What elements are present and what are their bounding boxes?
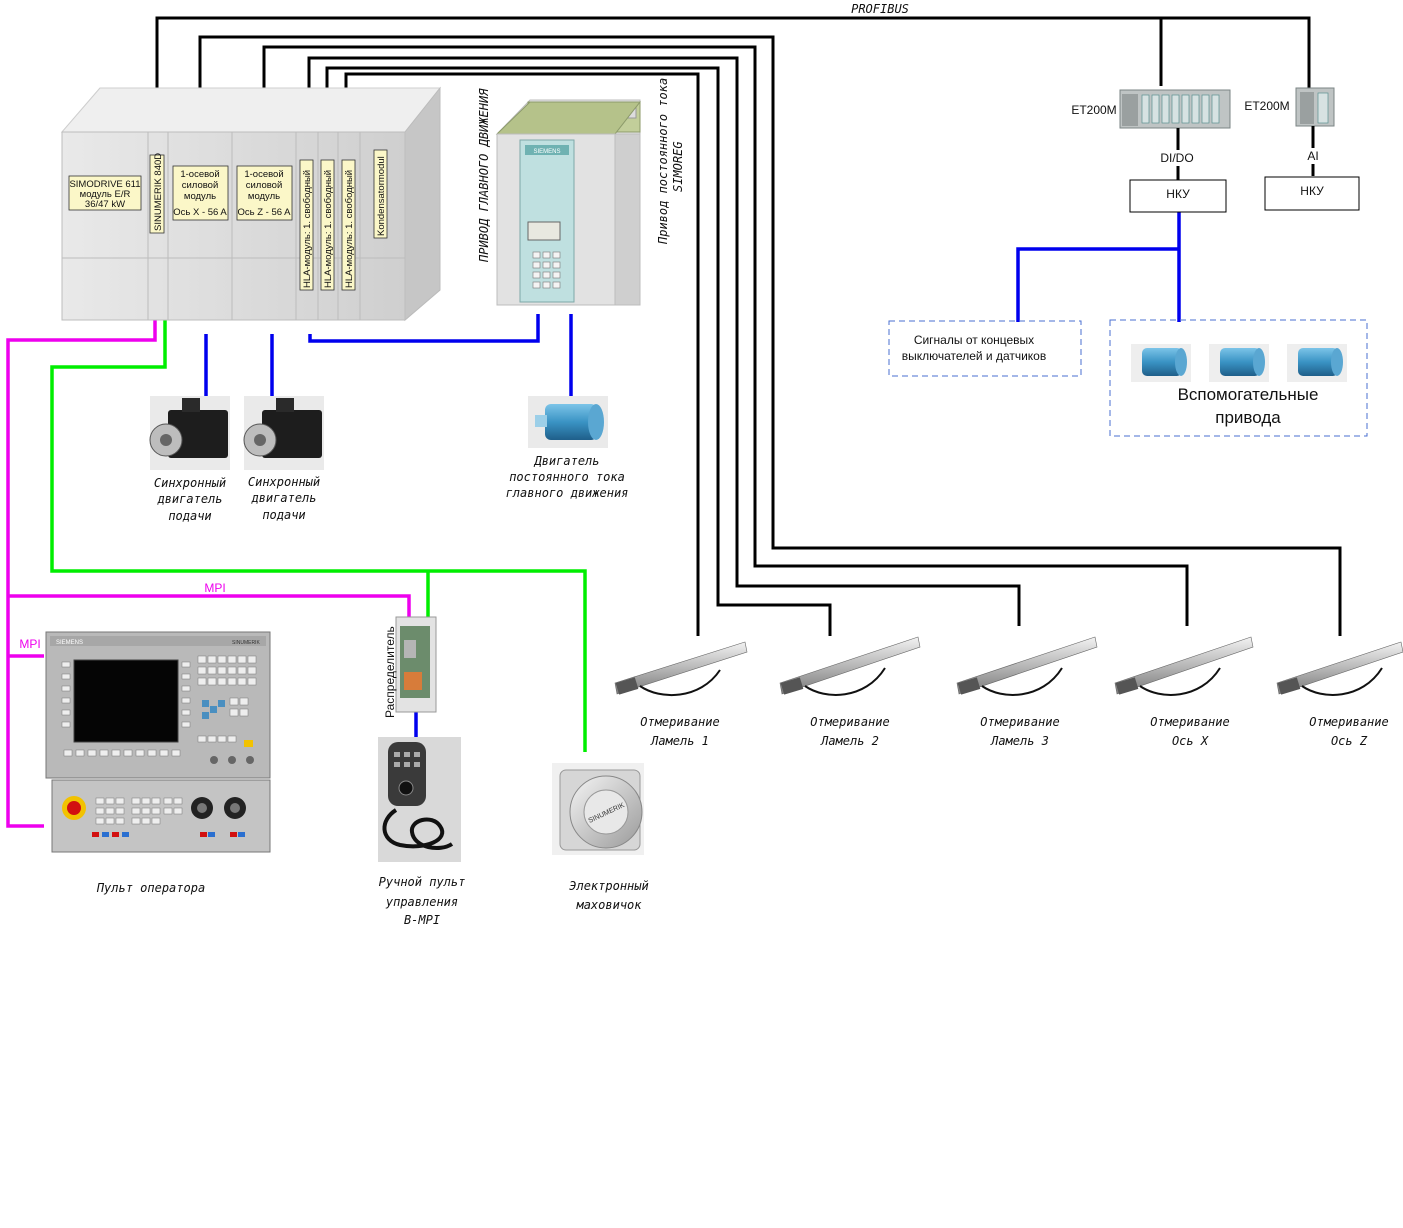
sinumerik-label: SINUMERIK 840D [153, 153, 164, 231]
simoreg-vertical-label-2: SIMOREG [671, 141, 685, 192]
handheld-pendant-image [378, 737, 461, 862]
siemens-brand: SIEMENS [533, 149, 560, 155]
axis-x-line-2: силовой [182, 180, 219, 191]
operator-panel-screen [73, 659, 179, 743]
simodrive-line-3: 36/47 kW [85, 199, 125, 210]
dc-motor-line-3: главного движения [506, 486, 629, 500]
encoder-2-line-1: Отмеривание [810, 715, 889, 729]
sync-motor-1-line-2: двигатель [156, 492, 222, 506]
profibus-label: PROFIBUS [851, 2, 909, 16]
et200m-right-io: AI [1307, 149, 1318, 163]
axis-z-label-box [236, 165, 293, 221]
hla1-label: HLA-модуль: 1. свободный [302, 170, 313, 288]
aux-motor-3-image [1287, 344, 1347, 382]
axis-z-line-3: модуль [248, 191, 280, 202]
sync-motor-2-line-3: подачи [262, 508, 305, 522]
hla3-label-box [341, 159, 356, 291]
simodrive-label-box [68, 175, 142, 211]
main-drive-vertical-label: ПРИВОД ГЛАВНОГО ДВИЖЕНИЯ [477, 88, 491, 263]
aux-drives-line-1: Вспомогательные [1178, 385, 1319, 404]
sync-motor-1-line-3: подачи [168, 509, 211, 523]
simodrive-line-2: модуль E/R [80, 189, 131, 200]
aux-motor-1-image [1131, 344, 1191, 382]
handheld-line-3: B-MPI [404, 913, 440, 927]
axis-x-line-1: 1-осевой [180, 169, 219, 180]
nku-right-box [1264, 176, 1360, 211]
mpi-label-left: MPI [19, 637, 40, 651]
sync-motor-2-line-1: Синхронный [248, 475, 320, 489]
linear-scale-2-image [779, 636, 921, 696]
dc-motor-line-1: Двигатель [533, 454, 599, 468]
hla1-label-box [299, 159, 314, 291]
encoder-3-line-1: Отмеривание [980, 715, 1059, 729]
nku-right-label: НКУ [1300, 184, 1324, 198]
simoreg-drive: SIEMENS [495, 99, 642, 306]
distributor-label: Распределитель [383, 626, 397, 718]
operator-panel-label: Пульт оператора [96, 881, 205, 895]
handheld-line-2: управления [385, 895, 458, 909]
handwheel-line-1: Электронный [569, 879, 648, 893]
axis-x-line-4: Ось X - 56 A [173, 207, 227, 218]
handwheel-image: SINUMERIK [552, 763, 644, 855]
sync-motor-2-image [243, 396, 324, 470]
linear-scale-5-image [1276, 641, 1403, 696]
et200m-right-image [1295, 87, 1335, 127]
et200m-left-title: ET200M [1071, 103, 1116, 117]
signals-line-1: Сигналы от концевых [914, 333, 1034, 347]
operator-panel-brand-right: SINUMERIK [232, 640, 260, 646]
kondensator-label: Kondensatormodul [376, 156, 387, 236]
dc-motor-line-2: постоянного тока [509, 470, 625, 484]
operator-panel-brand-left: SIEMENS [56, 640, 83, 646]
aux-drives-line-2: привода [1215, 408, 1281, 427]
aux-motor-2-image [1209, 344, 1269, 382]
et200m-right-title: ET200M [1244, 99, 1289, 113]
hla2-label-box [320, 159, 335, 291]
handheld-line-1: Ручной пульт [379, 875, 466, 889]
axis-x-line-3: модуль [184, 191, 216, 202]
drive-rack: SIMODRIVE 611 модуль E/R 36/47 kW SINUME… [60, 86, 442, 322]
encoder-1-line-2: Ламель 1 [650, 734, 709, 748]
encoder-5-line-1: Отмеривание [1309, 715, 1388, 729]
axis-x-label-box [172, 165, 229, 221]
mpi-label-top: MPI [204, 581, 225, 595]
aux-drives-box [1109, 319, 1368, 437]
encoder-5-line-2: Ось Z [1331, 734, 1368, 748]
operator-panel-image: SIEMENS SINUMERIK [45, 631, 271, 853]
sinumerik-label-box [149, 154, 165, 234]
axis-z-line-4: Ось Z - 56 A [238, 207, 292, 218]
et200m-left-io: DI/DO [1160, 151, 1193, 165]
handwheel-line-2: маховичок [575, 898, 642, 912]
axis-z-line-1: 1-осевой [244, 169, 283, 180]
encoder-2-line-2: Ламель 2 [820, 734, 879, 748]
sync-motor-2-line-2: двигатель [250, 491, 316, 505]
siemens-badge [525, 145, 569, 155]
simoreg-vertical-label-1: Привод постоянного тока [656, 78, 670, 245]
dc-motor-image [528, 396, 608, 448]
encoder-4-line-2: Ось X [1172, 734, 1209, 748]
encoder-1-line-1: Отмеривание [640, 715, 719, 729]
hla2-label: HLA-модуль: 1. свободный [323, 170, 334, 288]
green-lines [50, 276, 587, 752]
nku-left-box [1129, 179, 1227, 213]
linear-scale-1-image [614, 641, 748, 696]
kondensator-label-box [373, 149, 388, 239]
signals-line-2: выключателей и датчиков [902, 349, 1046, 363]
hla3-label: HLA-модуль: 1. свободный [344, 170, 355, 288]
linear-scale-3-image [956, 636, 1098, 696]
sync-motor-1-image [149, 396, 230, 470]
linear-scale-4-image [1114, 636, 1254, 696]
et200m-left-image [1119, 89, 1231, 129]
power-lines [204, 212, 1181, 737]
axis-z-line-2: силовой [246, 180, 283, 191]
simodrive-line-1: SIMODRIVE 611 [69, 179, 140, 190]
signals-box [888, 320, 1082, 377]
nku-left-label: НКУ [1166, 187, 1190, 201]
encoder-3-line-2: Ламель 3 [990, 734, 1049, 748]
sync-motor-1-line-1: Синхронный [154, 476, 226, 490]
encoder-4-line-1: Отмеривание [1150, 715, 1229, 729]
distributor-image [395, 616, 437, 713]
